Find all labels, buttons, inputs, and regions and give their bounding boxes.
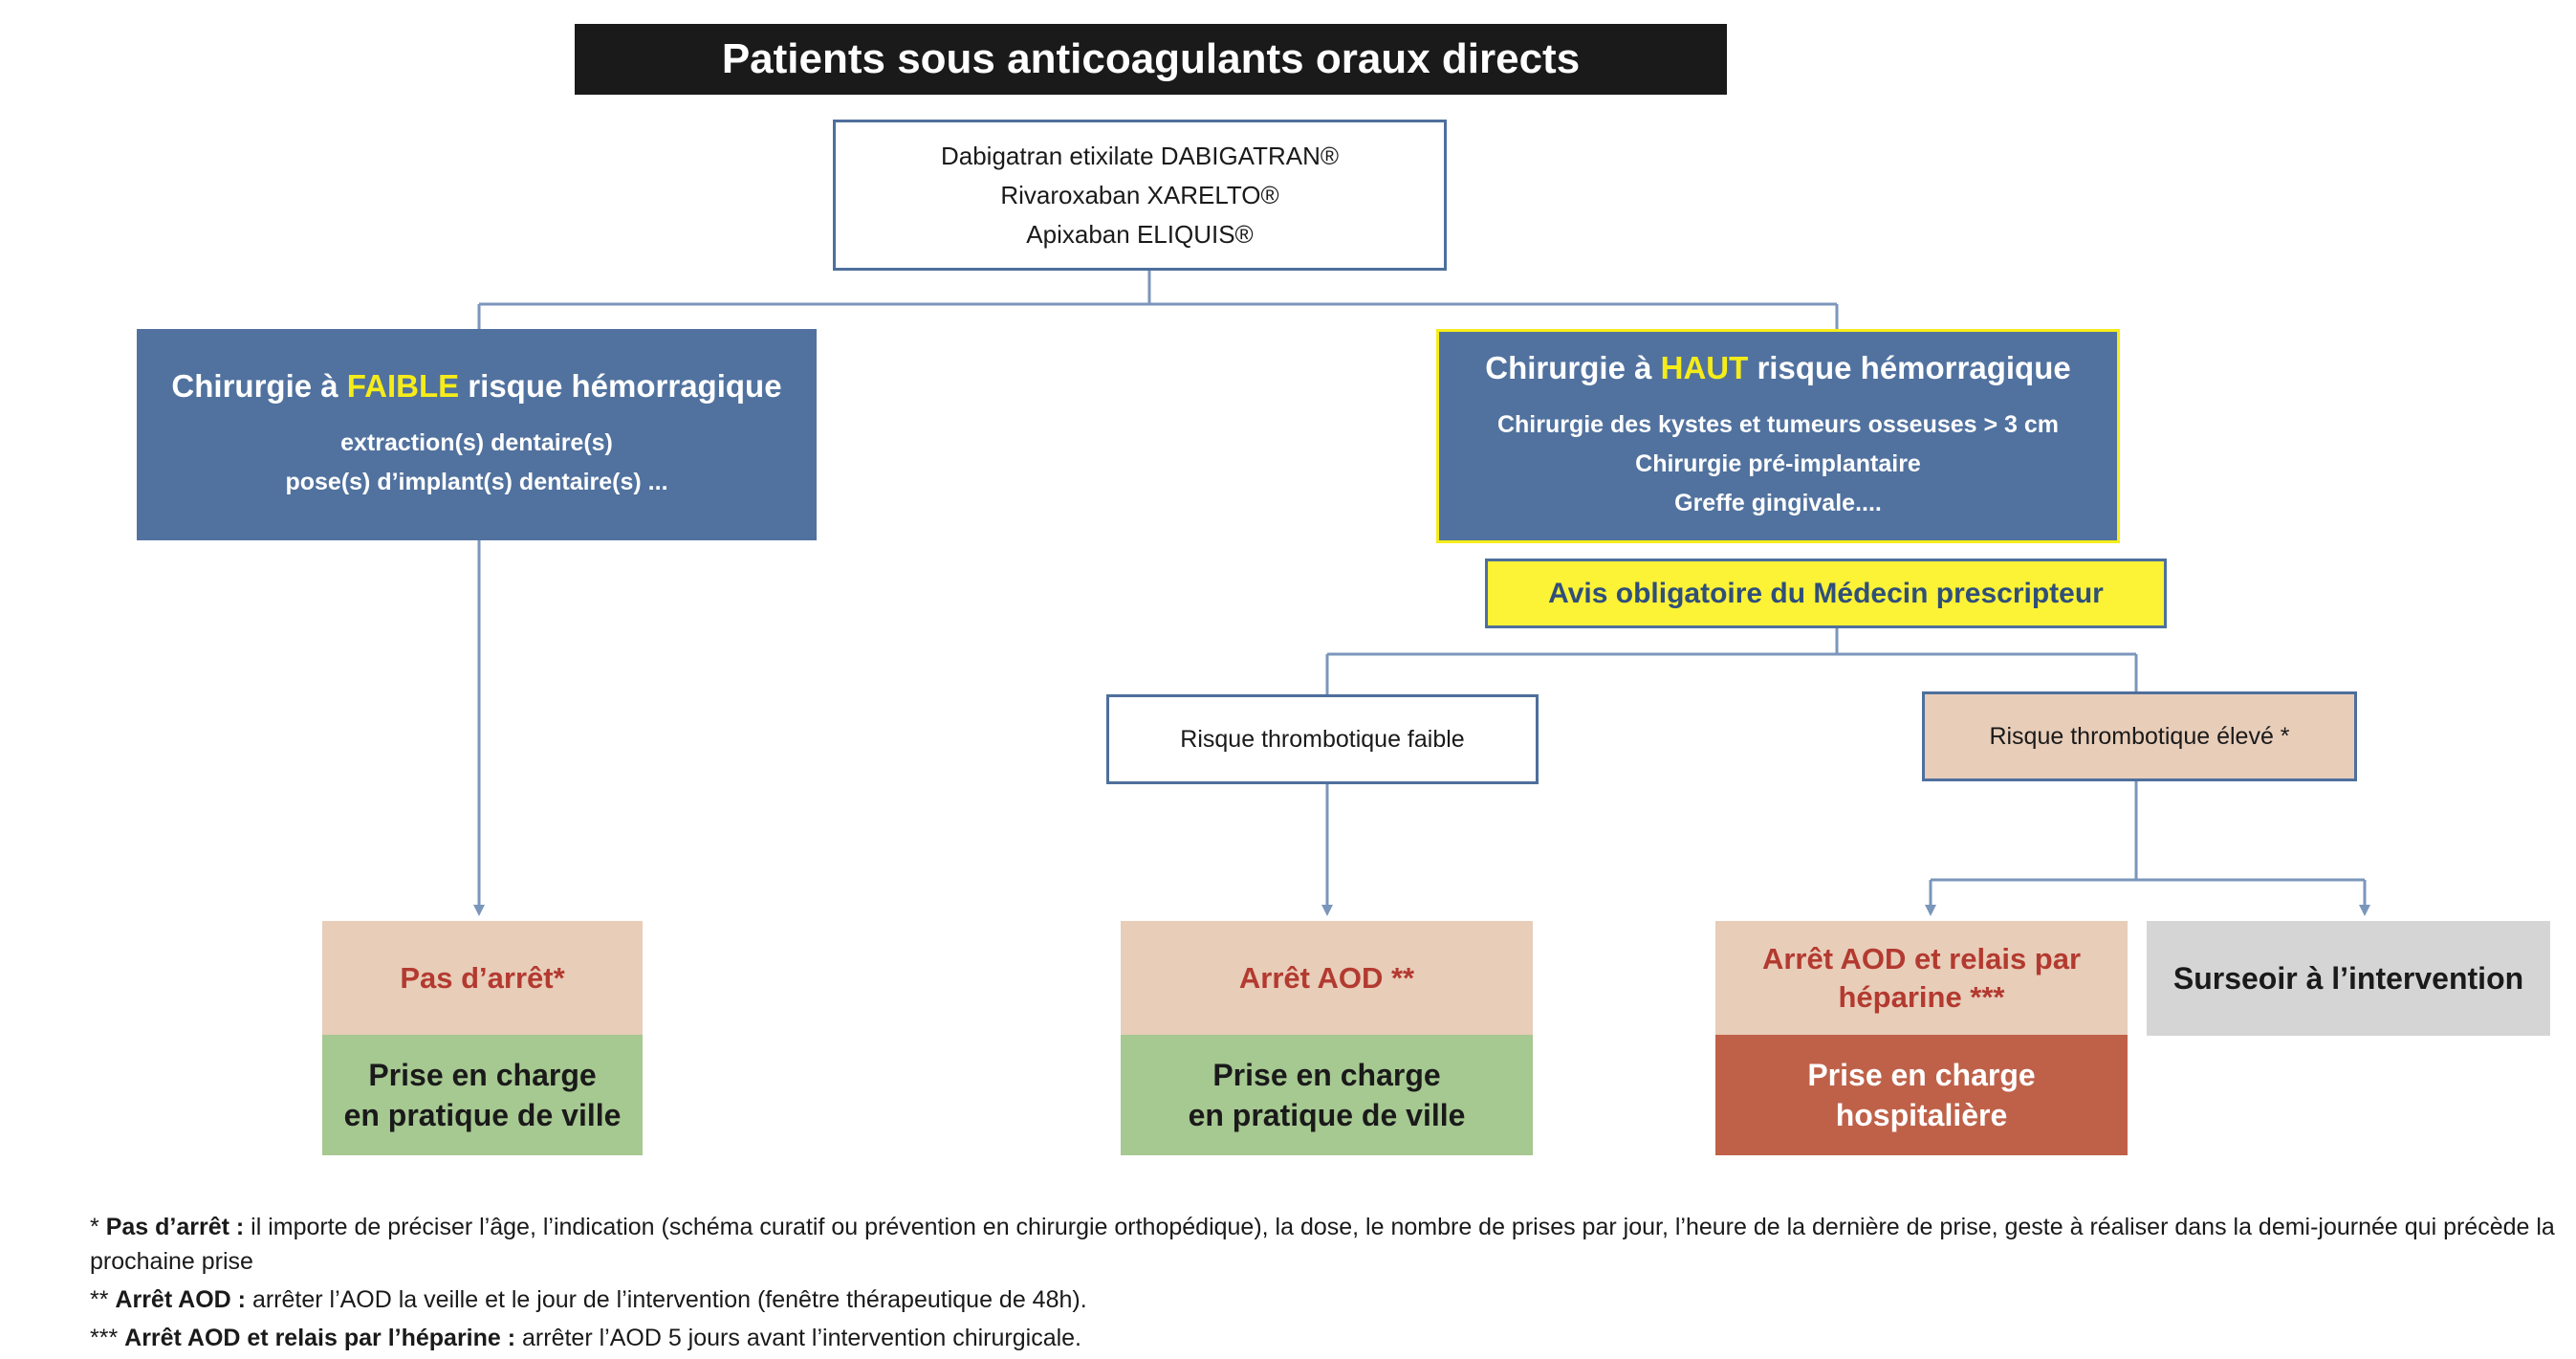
high-risk-title: Chirurgie à HAUT risque hémorragique (1485, 349, 2071, 385)
drug-item: Dabigatran etixilate DABIGATRAN® (940, 141, 1340, 170)
thrombo-low-box: Risque thrombotique faible (1106, 694, 1539, 784)
city-care-line2: en pratique de ville (343, 1098, 622, 1132)
drugs-box: Dabigatran etixilate DABIGATRAN® Rivarox… (833, 120, 1447, 271)
thrombo-high-text: Risque thrombotique élevé * (1989, 722, 2290, 750)
outcome-no-stop: Pas d’arrêt* (322, 921, 643, 1035)
outcome-postpone-text: Surseoir à l’intervention (2172, 960, 2524, 996)
outcome-city-care-2: Prise en charge en pratique de ville (1121, 1035, 1533, 1155)
high-risk-item: Chirurgie des kystes et tumeurs osseuses… (1496, 410, 2060, 438)
low-bleeding-risk-box: Chirurgie à FAIBLE risque hémorragique e… (137, 329, 817, 540)
stop-heparin-line2: héparine *** (1838, 979, 2005, 1014)
drug-item: Rivaroxaban XARELTO® (1000, 180, 1279, 209)
outcome-stop-aod-text: Arrêt AOD ** (1238, 960, 1415, 995)
low-risk-title: Chirurgie à FAIBLE risque hémorragique (171, 367, 782, 404)
outcome-postpone: Surseoir à l’intervention (2147, 921, 2550, 1036)
footnote: ** Arrêt AOD : arrêter l’AOD la veille e… (90, 1286, 1087, 1313)
page-title: Patients sous anticoagulants oraux direc… (575, 24, 1727, 95)
outcome-stop-heparin: Arrêt AOD et relais par héparine *** (1715, 921, 2128, 1035)
low-risk-item: extraction(s) dentaire(s) (340, 428, 613, 456)
title-text: Patients sous anticoagulants oraux direc… (721, 35, 1581, 82)
footnotes: * Pas d’arrêt : il importe de préciser l… (90, 1210, 2557, 1359)
footnote: * Pas d’arrêt : il importe de préciser l… (90, 1214, 2555, 1275)
outcome-city-care-1: Prise en charge en pratique de ville (322, 1035, 643, 1155)
outcome-stop-aod: Arrêt AOD ** (1121, 921, 1533, 1035)
high-risk-item: Chirurgie pré-implantaire (1635, 449, 1921, 477)
drug-item: Apixaban ELIQUIS® (1026, 219, 1254, 249)
hospital-care-line2: hospitalière (1835, 1098, 2008, 1132)
hospital-care-line1: Prise en charge (1807, 1058, 2036, 1092)
high-bleeding-risk-box: Chirurgie à HAUT risque hémorragique Chi… (1436, 329, 2120, 543)
city-care-line1: Prise en charge (368, 1058, 597, 1092)
avis-text: Avis obligatoire du Médecin prescripteur (1548, 577, 2104, 609)
low-risk-item: pose(s) d’implant(s) dentaire(s) ... (285, 468, 668, 495)
avis-box: Avis obligatoire du Médecin prescripteur (1485, 559, 2167, 628)
high-risk-highlight: HAUT (1660, 349, 1749, 385)
outcome-no-stop-text: Pas d’arrêt* (400, 960, 565, 995)
stop-heparin-line1: Arrêt AOD et relais par (1761, 941, 2082, 975)
outcome-hospital-care: Prise en charge hospitalière (1715, 1035, 2128, 1155)
city-care-line2: en pratique de ville (1188, 1098, 1466, 1132)
low-risk-highlight: FAIBLE (346, 367, 460, 404)
city-care-line1: Prise en charge (1212, 1058, 1441, 1092)
footnote: *** Arrêt AOD et relais par l’héparine :… (90, 1325, 1081, 1351)
high-risk-item: Greffe gingivale.... (1674, 489, 1882, 516)
thrombo-high-box: Risque thrombotique élevé * (1922, 691, 2357, 781)
thrombo-low-text: Risque thrombotique faible (1180, 725, 1465, 753)
